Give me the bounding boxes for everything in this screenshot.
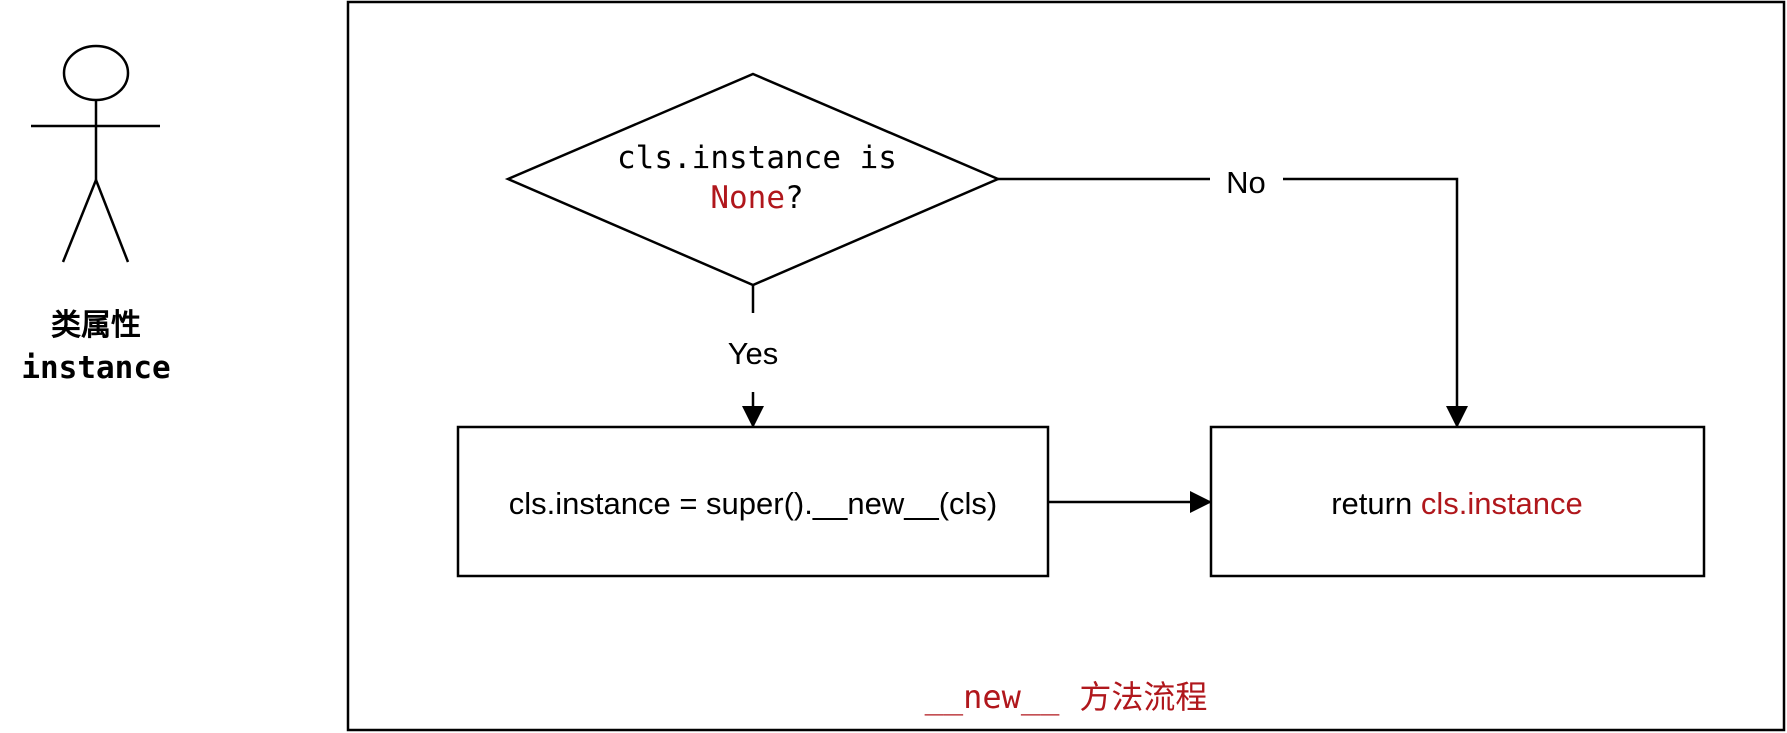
return-value: cls.instance — [1421, 486, 1583, 521]
yes-label: Yes — [728, 336, 779, 371]
caption-text: 方法流程 — [1079, 679, 1207, 715]
decision-text-line2: None? — [710, 180, 803, 216]
actor-left-leg — [61, 179, 98, 263]
decision-question-mark: ? — [785, 180, 804, 216]
decision-none-keyword: None — [710, 180, 785, 216]
create-instance-box — [456, 425, 1050, 578]
actor-right-leg — [94, 179, 130, 263]
caption-code: __new__ — [925, 678, 1061, 716]
no-label: No — [1226, 165, 1266, 200]
decision-text-line1: cls.instance is — [617, 140, 897, 176]
create-instance-text: cls.instance = super().__new__(cls) — [509, 486, 997, 521]
actor-head — [62, 44, 130, 102]
actor-label-instance: instance — [21, 350, 170, 386]
return-text: return cls.instance — [1331, 486, 1583, 521]
flow-frame — [346, 0, 1786, 732]
return-keyword: return — [1331, 486, 1421, 521]
actor-label-cn: 类属性 — [51, 309, 141, 342]
actor-figure — [31, 44, 160, 263]
no-connector-right — [1283, 177, 1468, 428]
frame-caption: __new__ 方法流程 — [925, 678, 1208, 716]
return-box — [1209, 425, 1706, 578]
